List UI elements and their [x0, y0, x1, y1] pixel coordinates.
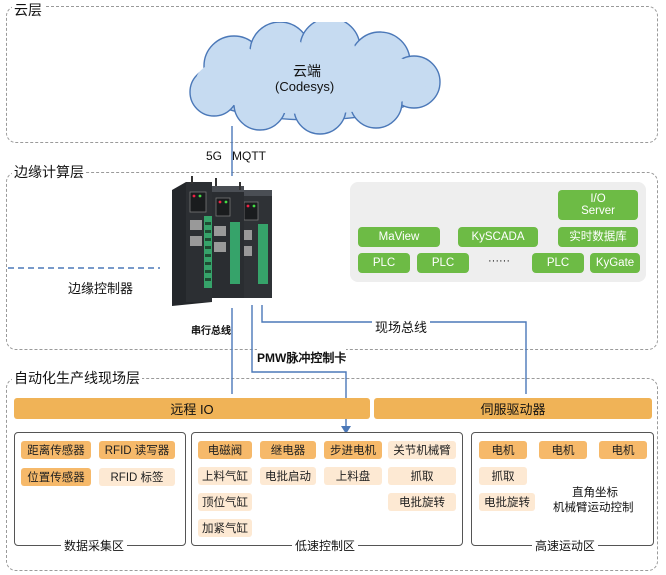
plc-box-1: PLC — [358, 253, 410, 273]
motor-box-1: 电机 — [479, 441, 527, 459]
high-grab-box: 抓取 — [479, 467, 527, 485]
cloud-name: 云端 — [293, 63, 321, 79]
position-sensor-box: 位置传感器 — [21, 468, 91, 486]
pwm-label: PMW脉冲控制卡 — [257, 349, 347, 366]
ellipsis-text: ······ — [488, 255, 510, 267]
kygate-box: KyGate — [590, 253, 640, 273]
realtime-db-box: 实时数据库 — [558, 227, 638, 247]
field-layer — [6, 378, 658, 571]
cloud-layer — [6, 6, 658, 143]
feed-tray-box: 上料盘 — [324, 467, 382, 485]
io-server-box: I/O Server — [558, 190, 638, 220]
clamp-cylinder-box: 加紧气缸 — [198, 519, 252, 537]
cartesian-note-line1: 直角坐标 — [572, 487, 618, 499]
cloud-icon — [189, 22, 441, 135]
cloud-layer-title: 云层 — [12, 2, 44, 18]
stepper-motor-box: 步进电机 — [324, 441, 382, 459]
high-speed-zone-label: 高速运动区 — [532, 539, 599, 553]
plc-box-3: PLC — [532, 253, 584, 273]
cartesian-note-line2: 机械臂运动控制 — [553, 502, 634, 514]
solenoid-valve-box: 电磁阀 — [198, 441, 252, 459]
high-screwdriver-rotate-box: 电批旋转 — [479, 493, 535, 511]
screwdriver-rotate-box: 电批旋转 — [388, 493, 456, 511]
rfid-tag-box: RFID 标签 — [99, 468, 175, 486]
grab-box: 抓取 — [388, 467, 456, 485]
pwm-arrow-icon — [341, 426, 351, 434]
field-bus-label: 现场总线 — [372, 317, 431, 336]
field-layer-title: 自动化生产线现场层 — [12, 370, 142, 386]
edge-controller-device-icon — [172, 176, 272, 306]
edge-controller-label: 边缘控制器 — [68, 281, 134, 296]
relay-box: 继电器 — [260, 441, 316, 459]
edge-layer-title: 边缘计算层 — [12, 164, 86, 180]
data-acquisition-zone-label: 数据采集区 — [61, 539, 128, 553]
rfid-reader-box: RFID 读写器 — [99, 441, 175, 459]
serial-bus-label: 串行总线 — [191, 326, 231, 337]
distance-sensor-box: 距离传感器 — [21, 441, 91, 459]
kyscada-box: KySCADA — [458, 227, 538, 247]
plc-box-2: PLC — [417, 253, 469, 273]
cloud-subtitle: (Codesys) — [275, 79, 335, 94]
screwdriver-start-box: 电批启动 — [260, 467, 316, 485]
low-speed-zone-label: 低速控制区 — [292, 539, 359, 553]
servo-driver-bar: 伺服驱动器 — [374, 398, 652, 419]
joint-arm-box: 关节机械臂 — [388, 441, 456, 459]
top-cylinder-box: 顶位气缸 — [198, 493, 252, 511]
motor-box-2: 电机 — [539, 441, 587, 459]
motor-box-3: 电机 — [599, 441, 647, 459]
feed-cylinder-box: 上料气缸 — [198, 467, 252, 485]
link-label: 5G MQTT — [206, 149, 266, 163]
remote-io-bar: 远程 IO — [14, 398, 370, 419]
maview-box: MaView — [358, 227, 440, 247]
